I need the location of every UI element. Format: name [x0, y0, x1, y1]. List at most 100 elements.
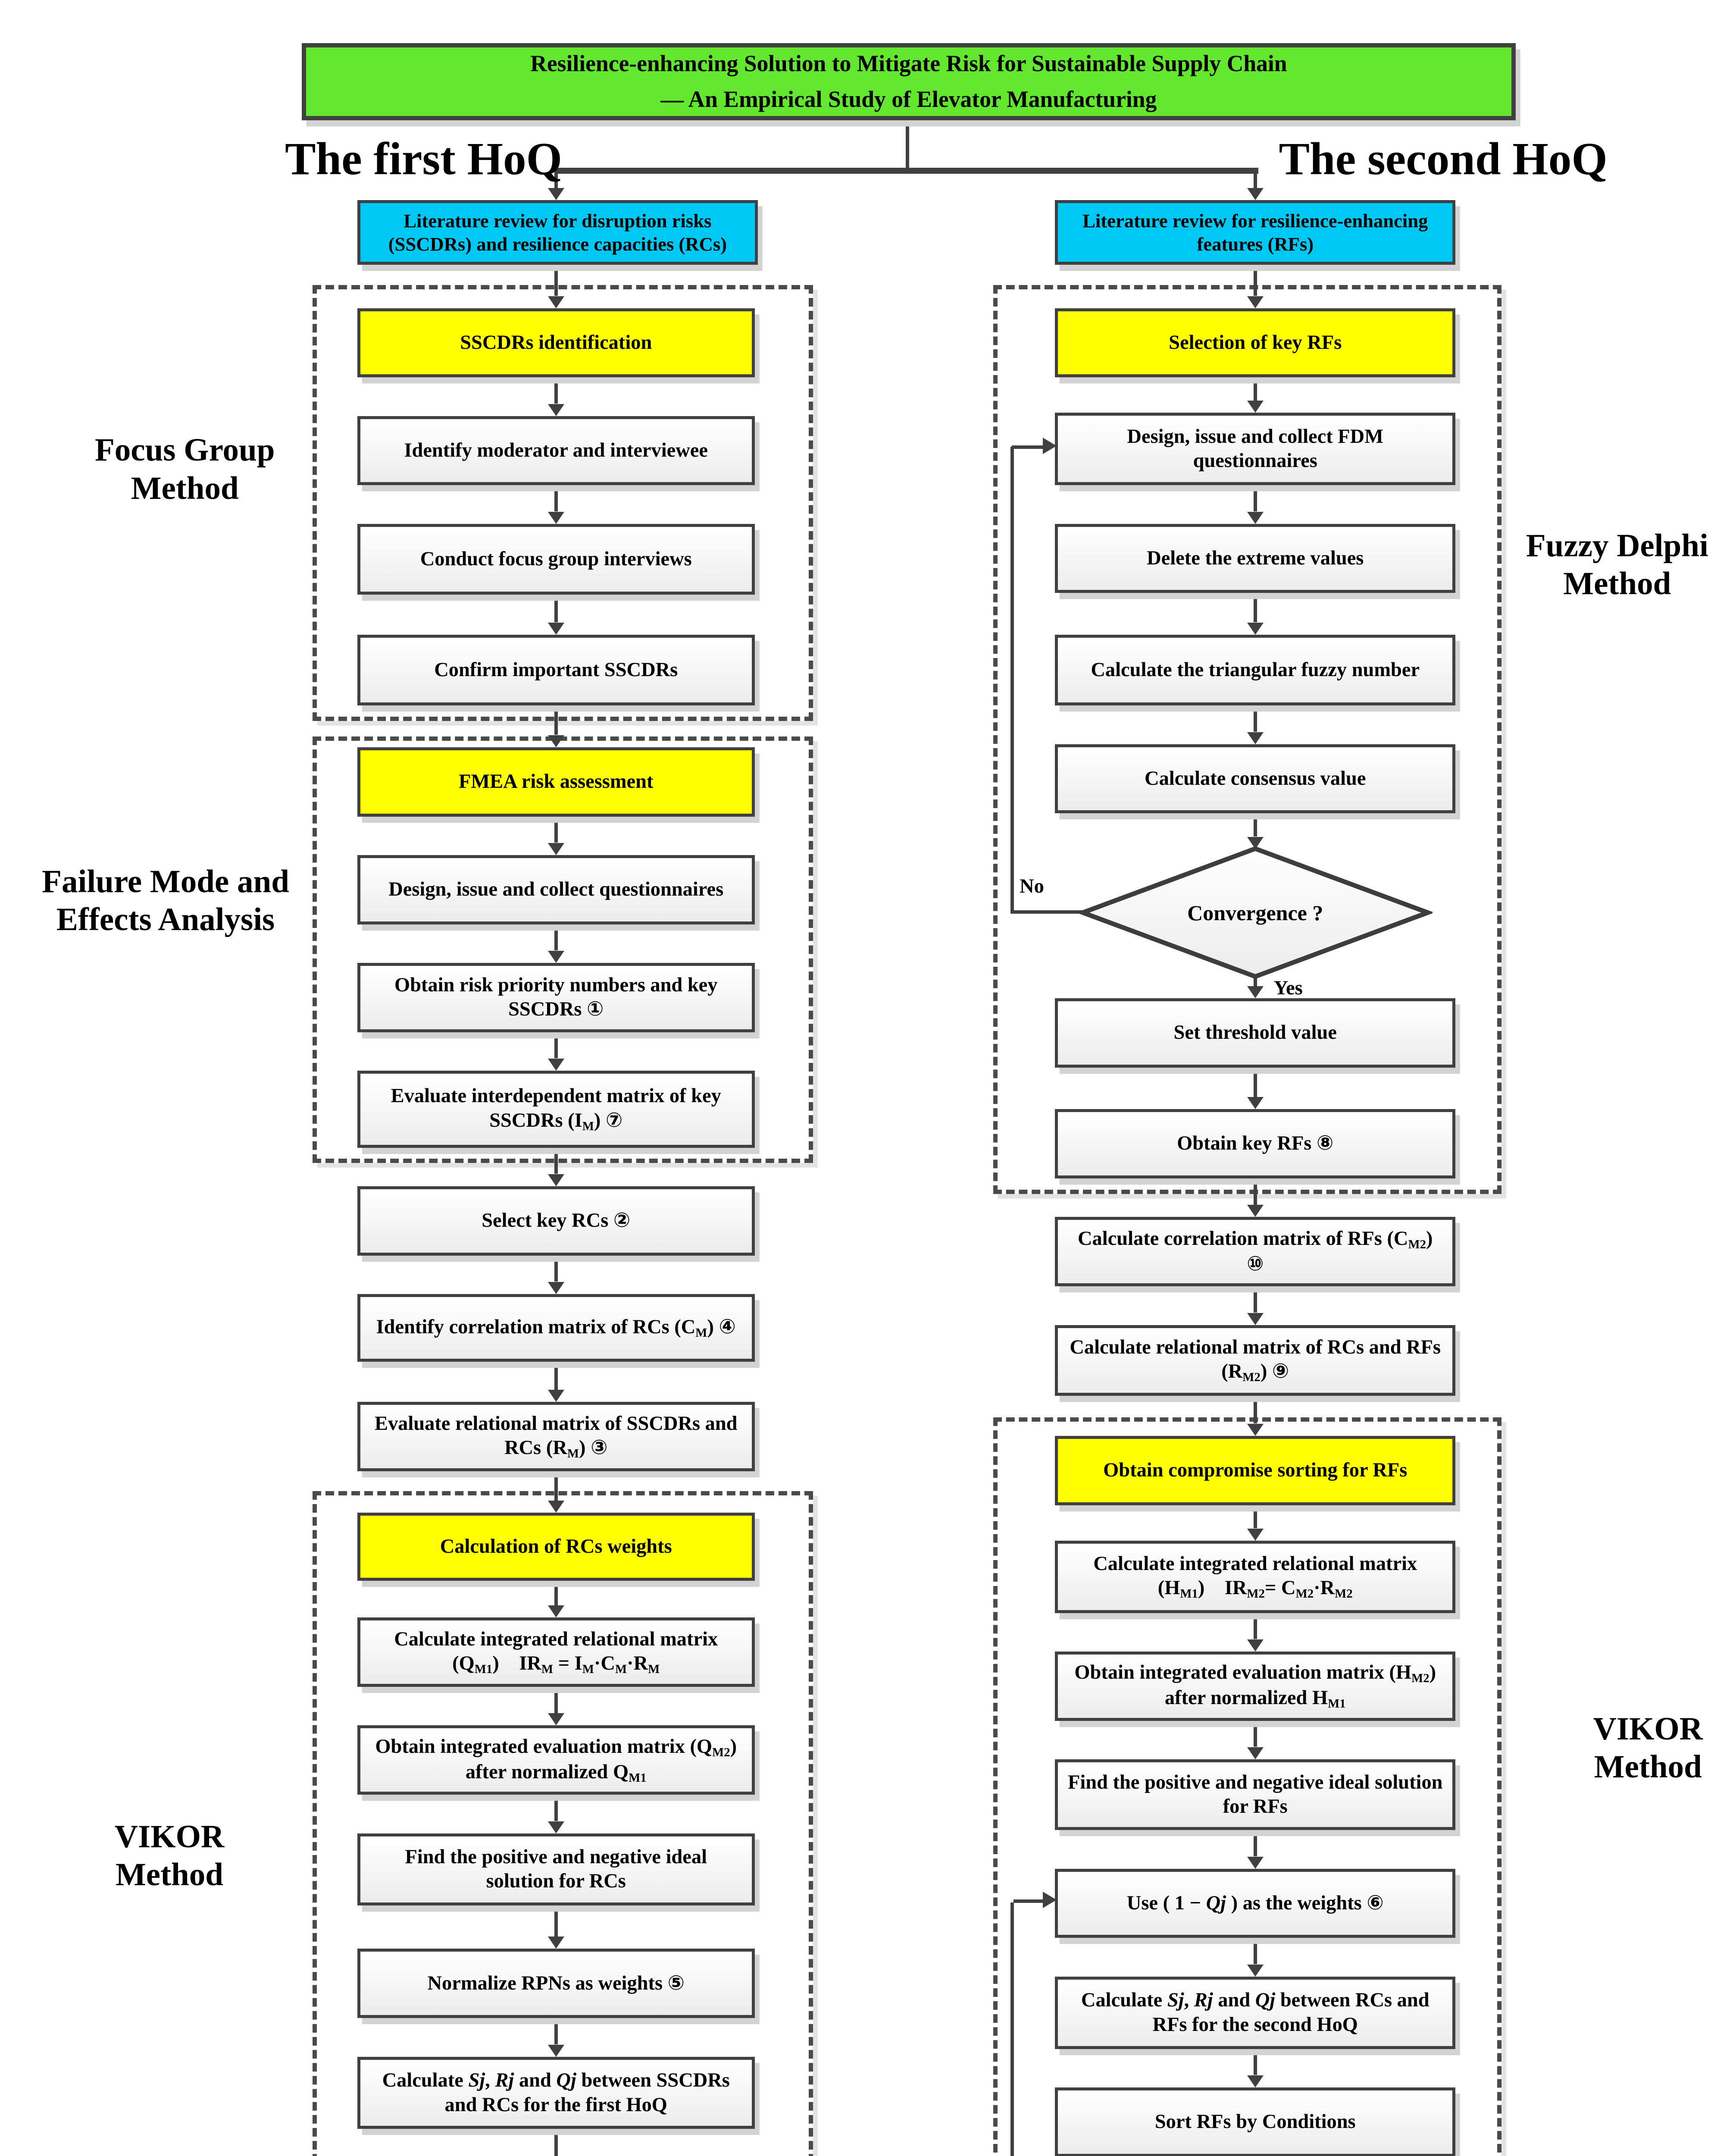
frame-vikor-right — [993, 1417, 1502, 2156]
box-identify-moderator: Identify moderator and interviewee — [357, 416, 755, 486]
label: Obtain compromise sorting for RFs — [1103, 1459, 1408, 1481]
box-correlation-matrix-rfs: Calculate correlation matrix of RFs (CM2… — [1055, 1217, 1456, 1287]
flow-arrow — [1246, 265, 1265, 308]
box-fdm-questionnaires: Design, issue and collect FDM questionna… — [1055, 413, 1456, 486]
label: Literature review for resilience-enhanci… — [1082, 210, 1428, 255]
box-set-threshold: Set threshold value — [1055, 998, 1456, 1068]
label: Obtain key RFs ⑧ — [1177, 1132, 1334, 1155]
box-sort-rfs: Sort RFs by Conditions — [1055, 2087, 1456, 2156]
flow-arrow — [1246, 1178, 1265, 1217]
label: SSCDRs identification — [460, 331, 652, 354]
box-calculate-sj-rj-qj-second: Calculate Sj, Rj and Qj between RCs and … — [1055, 1976, 1456, 2049]
box-ideal-solution-rfs: Find the positive and negative ideal sol… — [1055, 1759, 1456, 1830]
box-relational-matrix-rm: Evaluate relational matrix of SSCDRs and… — [357, 1402, 755, 1471]
flow-arrow — [1246, 1613, 1265, 1651]
flow-arrow — [1246, 1395, 1265, 1436]
flow-arrow — [554, 2129, 559, 2156]
connector-cross-vertical — [1010, 1902, 1014, 2156]
box-integrated-relational-qm1: Calculate integrated relational matrix (… — [357, 1617, 755, 1687]
flow-arrow — [1246, 593, 1265, 635]
flow-arrow — [547, 265, 566, 308]
flow-arrow — [547, 172, 566, 201]
box-interdependent-matrix: Evaluate interdependent matrix of key SS… — [357, 1071, 755, 1148]
box-normalize-rpns: Normalize RPNs as weights ⑤ — [357, 1949, 755, 2018]
flow-arrow — [547, 2018, 566, 2057]
box-delete-extreme-values: Delete the extreme values — [1055, 523, 1456, 593]
box-calculation-rcs-weights: Calculation of RCs weights — [357, 1513, 755, 1581]
flow-arrow — [1246, 377, 1265, 413]
label: Evaluate relational matrix of SSCDRs and… — [374, 1412, 738, 1461]
box-design-questionnaires: Design, issue and collect questionnaires — [357, 855, 755, 924]
label: Confirm important SSCDRs — [434, 658, 678, 681]
flow-arrow — [1246, 1067, 1265, 1109]
label: Calculation of RCs weights — [440, 1535, 672, 1557]
frame-vikor-left — [313, 1491, 813, 2156]
flow-arrow — [547, 595, 566, 635]
arrowhead-no-return — [1042, 437, 1057, 454]
flow-arrow — [547, 485, 566, 524]
box-consensus-value: Calculate consensus value — [1055, 744, 1456, 814]
box-integrated-evaluation-qm2: Obtain integrated evaluation matrix (QM2… — [357, 1725, 755, 1795]
label: Calculate Sj, Rj and Qj between RCs and … — [1081, 1989, 1429, 2036]
flow-arrow — [1246, 1938, 1265, 1977]
box-selection-key-rfs: Selection of key RFs — [1055, 308, 1456, 378]
label-fmea: Failure Mode and Effects Analysis — [42, 863, 289, 938]
decision-yes-label: Yes — [1273, 977, 1303, 1000]
label: Design, issue and collect questionnaires — [388, 878, 724, 900]
flow-arrow — [1246, 977, 1265, 999]
box-conduct-interviews: Conduct focus group interviews — [357, 523, 755, 595]
title-box: Resilience-enhancing Solution to Mitigat… — [302, 43, 1516, 120]
flow-arrow — [547, 705, 566, 747]
flow-arrow — [547, 1471, 566, 1513]
connector-split-bar — [554, 168, 1258, 174]
flow-arrow — [547, 1255, 566, 1294]
box-correlation-matrix-rcs: Identify correlation matrix of RCs (CM) … — [357, 1294, 755, 1362]
label: Calculate integrated relational matrix (… — [1093, 1552, 1417, 1601]
box-literature-rfs: Literature review for resilience-enhanci… — [1055, 200, 1456, 265]
label-fuzzy-delphi: Fuzzy Delphi Method — [1526, 527, 1708, 602]
box-sscdrs-identification: SSCDRs identification — [357, 308, 755, 378]
title-text: Resilience-enhancing Solution to Mitigat… — [530, 46, 1287, 117]
flow-arrow — [547, 1795, 566, 1833]
flow-arrow — [547, 1687, 566, 1726]
label: Calculate correlation matrix of RFs (CM2… — [1078, 1227, 1433, 1275]
flow-arrow — [547, 816, 566, 855]
title-line1: Resilience-enhancing Solution to Mitigat… — [530, 50, 1287, 77]
flow-arrow — [547, 1032, 566, 1071]
label: Sort RFs by Conditions — [1154, 2111, 1356, 2133]
connector-no-horizontal — [1010, 910, 1083, 915]
label: Calculate the triangular fuzzy number — [1091, 658, 1420, 681]
box-integrated-relational-hm1: Calculate integrated relational matrix (… — [1055, 1540, 1456, 1613]
label: Calculate Sj, Rj and Qj between SSCDRs a… — [382, 2069, 730, 2116]
arrowhead-cross-entry — [1042, 1892, 1057, 1908]
flow-arrow — [1246, 2049, 1265, 2087]
decision-no-label: No — [1020, 875, 1044, 898]
decision-label: Convergence ? — [1187, 900, 1323, 925]
label: Calculate integrated relational matrix (… — [394, 1628, 718, 1677]
box-triangular-fuzzy-number: Calculate the triangular fuzzy number — [1055, 634, 1456, 706]
label: Conduct focus group interviews — [420, 548, 692, 570]
label-focus-group-method: Focus Group Method — [94, 432, 275, 506]
flow-arrow — [1246, 813, 1265, 849]
flow-arrow — [547, 1580, 566, 1618]
flow-arrow — [1246, 1505, 1265, 1541]
title-line2: — An Empirical Study of Elevator Manufac… — [660, 86, 1157, 113]
diamond-shape — [1078, 846, 1433, 979]
flow-arrow — [547, 924, 566, 963]
box-integrated-evaluation-hm2: Obtain integrated evaluation matrix (HM2… — [1055, 1651, 1456, 1721]
flow-arrow — [1246, 1720, 1265, 1760]
label: Calculate consensus value — [1145, 767, 1366, 790]
box-select-key-rcs: Select key RCs ② — [357, 1186, 755, 1256]
box-obtain-rpn: Obtain risk priority numbers and key SSC… — [357, 962, 755, 1032]
label: Obtain risk priority numbers and key SSC… — [394, 974, 718, 1021]
box-obtain-key-rfs: Obtain key RFs ⑧ — [1055, 1109, 1456, 1179]
box-fmea-risk-assessment: FMEA risk assessment — [357, 747, 755, 817]
label: Delete the extreme values — [1147, 547, 1364, 569]
label: Normalize RPNs as weights ⑤ — [427, 1972, 685, 1994]
flow-arrow — [1246, 1286, 1265, 1325]
header-first-hoq: The first HoQ — [285, 133, 562, 185]
flow-arrow — [547, 1147, 566, 1186]
label: Identify moderator and interviewee — [404, 439, 708, 461]
label: Obtain integrated evaluation matrix (HM2… — [1074, 1661, 1436, 1711]
